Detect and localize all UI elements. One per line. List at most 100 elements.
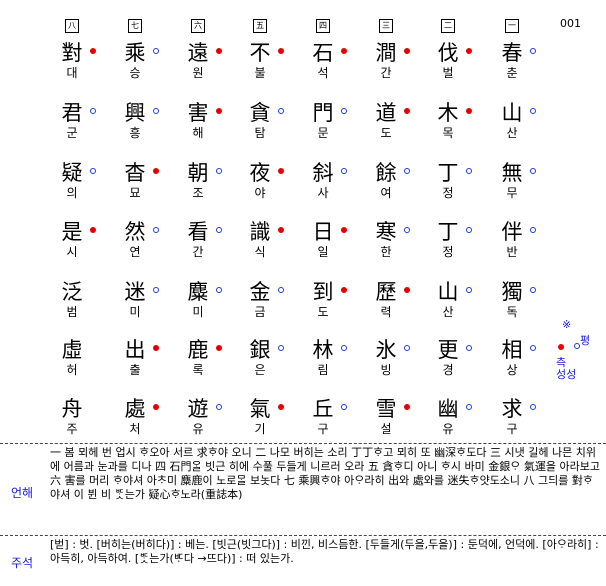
hangul-reading: 경	[442, 363, 454, 377]
hangul-reading: 유	[442, 422, 454, 436]
hanja-glyph: 然	[124, 220, 146, 244]
hanja-glyph: 山	[501, 101, 523, 125]
hangul-reading: 구	[506, 422, 518, 436]
level-tone-circle-icon	[466, 227, 472, 233]
hanja-glyph: 泛	[61, 280, 83, 304]
hangul-reading: 무	[506, 186, 518, 200]
hangul-reading: 범	[66, 305, 78, 319]
oblique-tone-dot-icon	[216, 108, 222, 114]
hanja-glyph: 君	[61, 101, 83, 125]
level-tone-circle-icon	[404, 345, 410, 351]
oblique-tone-dot-icon	[466, 48, 472, 54]
level-tone-circle-icon	[341, 108, 347, 114]
oblique-tone-dot-icon	[404, 48, 410, 54]
hanja-glyph: 求	[501, 397, 523, 421]
hangul-reading: 도	[317, 305, 329, 319]
hanja-glyph: 疑	[61, 161, 83, 185]
hangul-reading: 반	[506, 245, 518, 259]
hangul-reading: 기	[254, 422, 266, 436]
hanja-glyph: 春	[501, 41, 523, 65]
hangul-reading: 미	[129, 305, 141, 319]
column-number: 八	[65, 19, 79, 33]
hanja-glyph: 對	[61, 41, 83, 65]
oblique-tone-dot-icon	[341, 48, 347, 54]
hangul-reading: 야	[254, 186, 266, 200]
divider	[0, 535, 606, 536]
oblique-tone-dot-icon	[153, 404, 159, 410]
level-tone-circle-icon	[216, 404, 222, 410]
hanja-glyph: 興	[124, 101, 146, 125]
hangul-reading: 유	[192, 422, 204, 436]
column-number: 三	[379, 19, 393, 33]
hangul-reading: 흥	[129, 126, 141, 140]
level-tone-circle-icon	[466, 168, 472, 174]
blue-circle-icon	[574, 343, 580, 349]
hangul-reading: 허	[66, 363, 78, 377]
tone-sound-label: 성성	[556, 368, 577, 381]
hanja-glyph: 貪	[249, 101, 271, 125]
hangul-reading: 미	[192, 305, 204, 319]
hangul-reading: 주	[66, 422, 78, 436]
hangul-reading: 조	[192, 186, 204, 200]
oblique-tone-dot-icon	[90, 48, 96, 54]
hanja-glyph: 伐	[437, 41, 459, 65]
hanja-glyph: 氷	[375, 338, 397, 362]
hangul-reading: 산	[506, 126, 518, 140]
level-tone-circle-icon	[530, 48, 536, 54]
tone-level-label: 평	[579, 334, 591, 347]
hanja-glyph: 遠	[187, 41, 209, 65]
hangul-reading: 처	[129, 422, 141, 436]
hanja-glyph: 朝	[187, 161, 209, 185]
hangul-reading: 의	[66, 186, 78, 200]
level-tone-circle-icon	[404, 227, 410, 233]
hangul-reading: 간	[380, 66, 392, 80]
reference-mark: ※	[562, 318, 572, 331]
hangul-reading: 구	[317, 422, 329, 436]
hanja-glyph: 乘	[124, 41, 146, 65]
hanja-glyph: 銀	[249, 338, 271, 362]
hanja-glyph: 遊	[187, 397, 209, 421]
hanja-glyph: 餘	[375, 161, 397, 185]
hanja-glyph: 獨	[501, 280, 523, 304]
hangul-reading: 시	[66, 245, 78, 259]
hangul-reading: 승	[129, 66, 141, 80]
hanja-glyph: 鹿	[187, 338, 209, 362]
jushuk-label: 주석	[10, 556, 34, 570]
hangul-reading: 묘	[129, 186, 141, 200]
hangul-reading: 림	[317, 363, 329, 377]
level-tone-circle-icon	[341, 345, 347, 351]
hangul-reading: 력	[380, 305, 392, 319]
oblique-tone-dot-icon	[216, 48, 222, 54]
hanja-glyph: 相	[501, 338, 523, 362]
oblique-tone-dot-icon	[404, 108, 410, 114]
level-tone-circle-icon	[153, 287, 159, 293]
tone-oblique-label: 측	[556, 356, 567, 369]
hangul-reading: 여	[380, 186, 392, 200]
hanja-glyph: 石	[312, 41, 334, 65]
hangul-reading: 은	[254, 363, 266, 377]
hangul-reading: 독	[506, 305, 518, 319]
